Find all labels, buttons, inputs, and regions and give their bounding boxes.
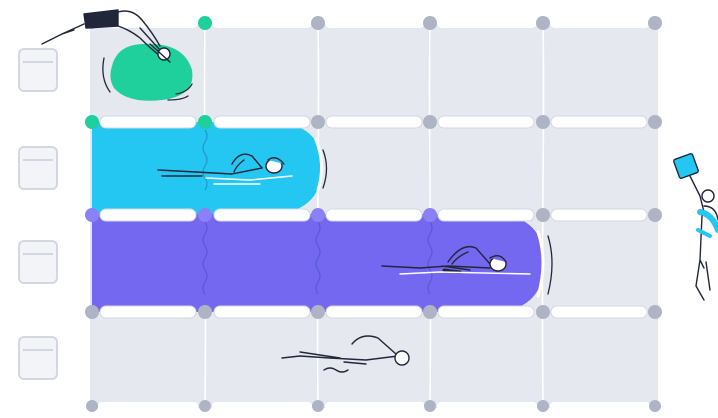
coach-with-flag-icon	[673, 153, 718, 300]
lane-3-progress	[92, 214, 544, 312]
green-splash	[110, 44, 192, 101]
